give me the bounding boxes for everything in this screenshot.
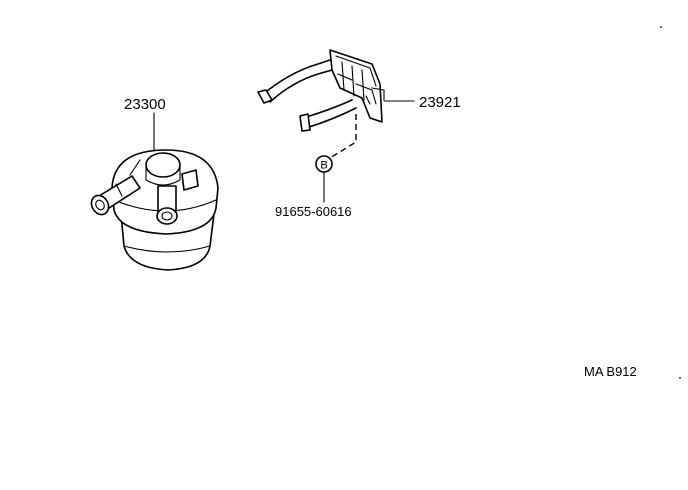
bolt-callout — [315, 114, 357, 203]
corner-mark — [679, 377, 681, 379]
part-number-23300: 23300 — [124, 96, 166, 113]
fuel-filter-illustration — [90, 112, 219, 271]
part-number-91655-60616: 91655-60616 — [275, 204, 352, 219]
part-number-23921: 23921 — [419, 94, 461, 111]
corner-mark — [660, 26, 662, 28]
bolt-callout-letter: B — [320, 160, 327, 172]
illustration-code: MA B912 — [584, 364, 637, 379]
filter-bracket-illustration — [257, 49, 415, 132]
